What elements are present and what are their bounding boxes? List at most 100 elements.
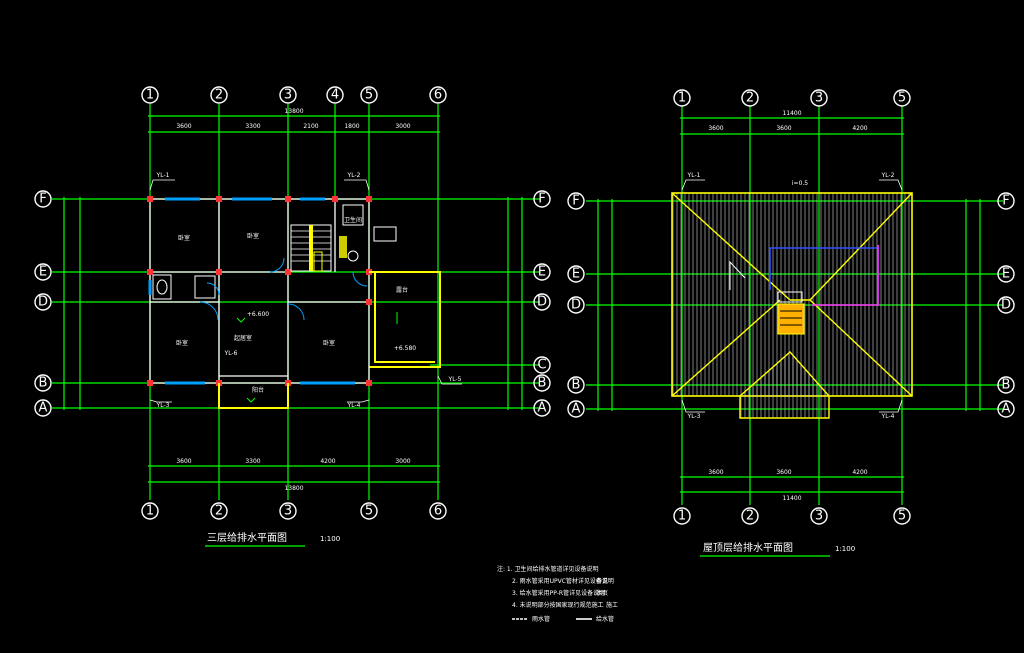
left-level-2: +6.580: [394, 345, 416, 352]
right-top-total: 11400: [782, 110, 801, 117]
left-room-7: 阳台: [252, 386, 264, 394]
left-stairs: [290, 224, 332, 272]
left-axis-bottom-3: 3: [284, 504, 292, 519]
right-top-dim-2: 3600: [776, 125, 791, 132]
left-axis-top-3: 3: [284, 88, 292, 103]
left-bottom-total: 13800: [284, 485, 303, 492]
right-axis-bottom-3: 3: [815, 509, 823, 524]
left-axis-left-E: E: [39, 265, 47, 280]
left-room-4: 起居室: [234, 334, 252, 342]
left-axis-right-B: B: [538, 376, 547, 391]
left-axis-right-F: F: [538, 192, 545, 207]
left-top-dim-5: 3000: [395, 123, 410, 130]
right-axis-right-A: A: [1002, 402, 1011, 417]
left-axis-right-A: A: [538, 401, 547, 416]
left-top-dim-2: 3300: [245, 123, 260, 130]
left-axis-top-6: 6: [434, 88, 442, 103]
left-level-1: +6.600: [247, 311, 269, 318]
left-pipe-yl6: YL-6: [224, 350, 238, 357]
right-pipe-yl1: YL-1: [687, 172, 701, 179]
roof-outline: [671, 192, 913, 419]
left-axis-left-D: D: [38, 295, 48, 310]
right-axis-top-1: 1: [678, 91, 686, 106]
right-axis-top-2: 2: [746, 91, 754, 106]
right-dimension-lines: [597, 117, 981, 493]
left-room-2: 卧室: [247, 232, 259, 240]
left-axis-top-2: 2: [215, 88, 223, 103]
left-axis-left-A: A: [39, 401, 48, 416]
right-axis-right-D: D: [1001, 298, 1011, 313]
left-bottom-dim-1: 3600: [176, 458, 191, 465]
left-pipe-labels: [149, 179, 462, 403]
left-top-dim-3: 2100: [303, 123, 318, 130]
left-bottom-dim-2: 3300: [245, 458, 260, 465]
note-line-2: 2. 雨水管采用UPVC管材详见设备说明: [512, 577, 614, 585]
left-room-8: 卫生间: [344, 216, 362, 224]
right-pipe-label-lines: [681, 179, 903, 413]
left-plan-title: 三层给排水平面图: [207, 531, 287, 544]
right-axis-top-3: 3: [815, 91, 823, 106]
left-axis-left-B: B: [39, 376, 48, 391]
left-axis-bubbles-right: F E D C B A: [533, 190, 551, 417]
note-side-2: 本页: [596, 589, 608, 597]
left-balconies: [218, 271, 441, 409]
right-roof-plan: 3600 3600 4200 11400 3600 3600 4200 1140…: [567, 89, 1015, 557]
right-axis-left-E: E: [572, 267, 580, 282]
left-axis-bottom-6: 6: [434, 504, 442, 519]
right-bottom-dim-3: 4200: [852, 469, 867, 476]
left-walls: [149, 198, 370, 384]
right-axis-bottom-1: 1: [678, 509, 686, 524]
right-plan-scale: 1:100: [835, 545, 855, 553]
roof-access-hatch: [777, 291, 805, 335]
roof-slope-label: i=0.5: [792, 180, 808, 187]
left-pipe-yl5: YL-5: [448, 376, 462, 383]
left-axis-top-1: 1: [146, 88, 154, 103]
left-axis-left-F: F: [39, 192, 46, 207]
right-axis-bubbles-bottom: 1 2 3 5: [673, 507, 911, 525]
left-top-total: 13800: [284, 108, 303, 115]
left-pipe-yl4: YL-4: [347, 402, 361, 409]
note-side-3: 施工: [606, 601, 618, 609]
right-pipe-yl3: YL-3: [687, 413, 701, 420]
right-axis-left-B: B: [572, 378, 581, 393]
left-door-swings: [199, 257, 368, 321]
right-pipe-yl2: YL-2: [881, 172, 895, 179]
left-axis-bottom-5: 5: [365, 504, 373, 519]
right-axis-right-F: F: [1002, 194, 1009, 209]
right-axis-bottom-2: 2: [746, 509, 754, 524]
right-axis-left-D: D: [571, 298, 581, 313]
left-axis-bubbles-top: 1 2 3 4 5 6: [141, 86, 447, 104]
right-axis-left-F: F: [572, 194, 579, 209]
right-axis-bottom-5: 5: [898, 509, 906, 524]
right-top-dim-3: 4200: [852, 125, 867, 132]
left-axis-top-5: 5: [365, 88, 373, 103]
right-axis-right-B: B: [1002, 378, 1011, 393]
right-pipe-yl4: YL-4: [881, 413, 895, 420]
general-notes: 注: 1. 卫生间给排水管道详见设备说明 2. 雨水管采用UPVC管材详见设备说…: [497, 565, 618, 623]
right-axis-left-A: A: [572, 402, 581, 417]
left-plan-scale: 1:100: [320, 535, 340, 543]
left-bathroom-fixtures: [152, 204, 397, 300]
legend-rain-label: 雨水管: [532, 615, 550, 623]
left-bottom-dim-4: 3000: [395, 458, 410, 465]
left-floor-plan: 3600 3300 2100 1800 3000 13800 3600 3300…: [34, 86, 551, 547]
left-axis-bubbles-bottom: 1 2 3 5 6: [141, 502, 447, 520]
left-dimension-lines: [63, 115, 523, 483]
left-pipe-yl1: YL-1: [156, 172, 170, 179]
right-bottom-dim-2: 3600: [776, 469, 791, 476]
note-side-1: 参见: [596, 577, 608, 585]
left-level-markers: [236, 312, 398, 403]
right-plan-title: 屋顶层给排水平面图: [703, 541, 793, 554]
right-axis-top-5: 5: [898, 91, 906, 106]
note-line-4: 4. 未说明部分按国家现行规范施工: [512, 601, 604, 609]
right-bottom-dim-1: 3600: [708, 469, 723, 476]
left-top-dim-4: 1800: [344, 123, 359, 130]
left-bottom-dim-3: 4200: [320, 458, 335, 465]
right-axis-bubbles-top: 1 2 3 5: [673, 89, 911, 107]
right-axis-bubbles-right: F E D B A: [997, 192, 1015, 418]
left-axis-bottom-2: 2: [215, 504, 223, 519]
left-pipe-yl2: YL-2: [347, 172, 361, 179]
note-line-1: 注: 1. 卫生间给排水管道详见设备说明: [497, 565, 599, 573]
right-axis-right-E: E: [1002, 267, 1010, 282]
